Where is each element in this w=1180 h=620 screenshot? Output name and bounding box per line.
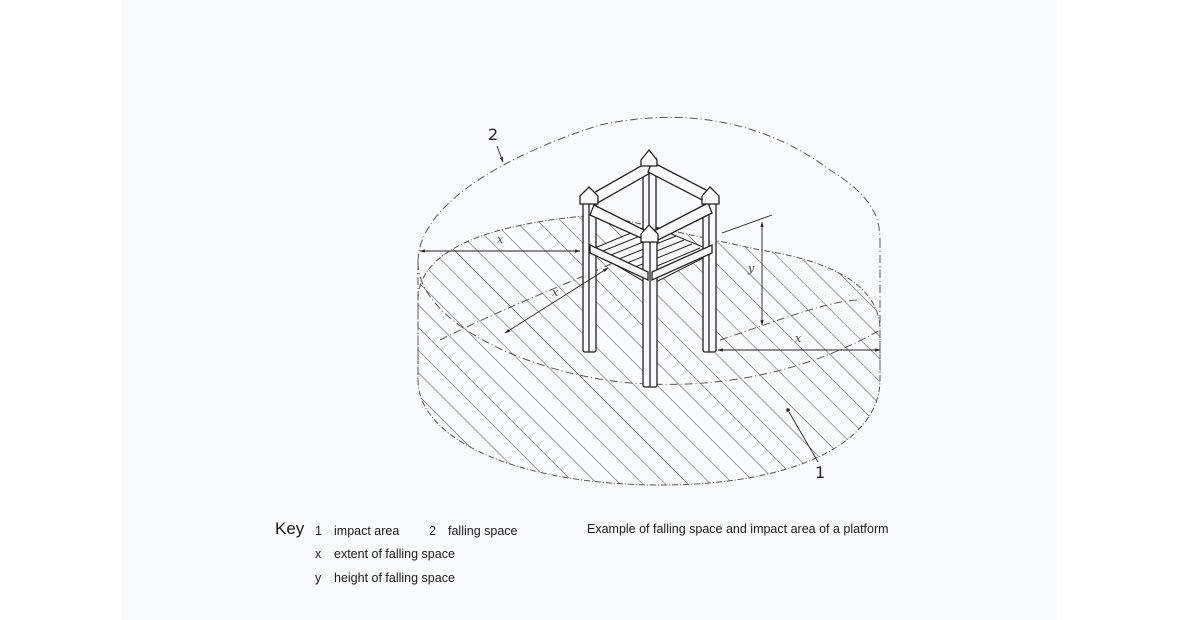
svg-text:2: 2 (488, 125, 498, 144)
key-symbol-x: x (315, 547, 322, 561)
dimension-lines (419, 214, 881, 352)
key-text-impact-area: impact area (334, 524, 400, 538)
callout-1: 1 (786, 408, 825, 482)
dim-label-y: y (747, 262, 755, 275)
key-text-height: height of falling space (334, 571, 455, 585)
key-symbol-1: 1 (315, 524, 322, 538)
key-text-extent: extent of falling space (334, 547, 455, 561)
platform-structure (579, 148, 720, 388)
key-symbol-y: y (315, 571, 322, 585)
dim-label-x-top: x (497, 233, 504, 246)
key-text-falling-space: falling space (448, 524, 518, 538)
key-title: Key (275, 519, 305, 538)
dim-label-x-right: x (795, 332, 802, 345)
svg-text:1: 1 (815, 463, 825, 482)
key-symbol-2: 2 (429, 524, 436, 538)
dim-label-x-diag: x (552, 286, 559, 299)
callout-2: 2 (488, 125, 504, 163)
falling-space-outline (417, 116, 881, 385)
figure-caption: Example of falling space and impact area… (587, 522, 889, 536)
